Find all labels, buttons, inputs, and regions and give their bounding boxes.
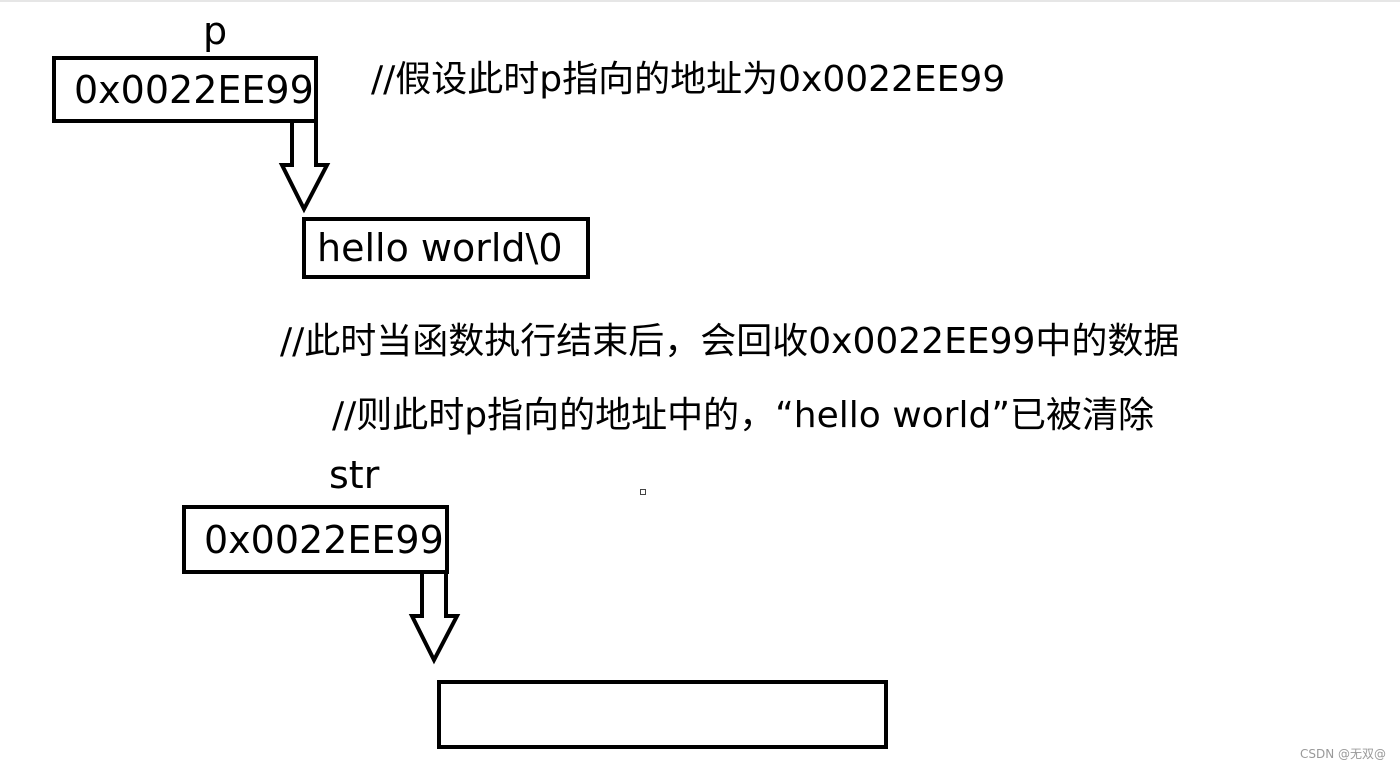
watermark: CSDN @无双@ — [1299, 747, 1386, 761]
pointer-p-box: 0x0022EE99 — [52, 56, 318, 123]
pointer-p-address: 0x0022EE99 — [74, 67, 314, 112]
comment-data-cleared: //则此时p指向的地址中的，“hello world”已被清除 — [332, 395, 1154, 436]
heap-string-box: hello world\0 — [302, 217, 590, 279]
pointer-p-label: p — [203, 9, 228, 53]
heap-string-value: hello world\0 — [317, 226, 563, 270]
pointer-str-label: str — [329, 453, 380, 497]
anchor-handle-icon — [640, 489, 646, 495]
top-divider — [0, 0, 1400, 2]
comment-reclaim-data: //此时当函数执行结束后，会回收0x0022EE99中的数据 — [280, 321, 1180, 362]
comment-assume-address: //假设此时p指向的地址为0x0022EE99 — [371, 59, 1006, 100]
empty-memory-box — [437, 680, 888, 749]
pointer-str-box: 0x0022EE99 — [182, 505, 449, 574]
down-arrow-icon — [408, 570, 461, 665]
pointer-str-address: 0x0022EE99 — [204, 517, 444, 562]
down-arrow-icon — [278, 119, 331, 214]
